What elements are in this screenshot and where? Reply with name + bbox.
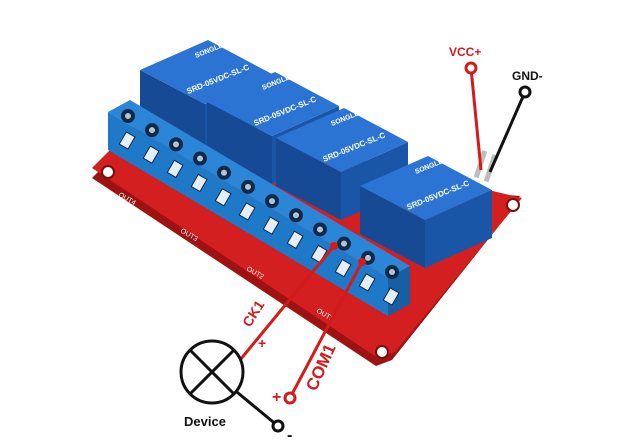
vcc-wire <box>469 67 483 171</box>
mounting-hole <box>375 345 389 359</box>
terminal-screw-head <box>197 155 203 162</box>
terminal-wire-slot <box>262 216 280 235</box>
terminal-screw-head <box>293 212 299 219</box>
terminal-screw-head <box>317 226 323 233</box>
terminal-wire-slot <box>190 173 208 193</box>
terminal-wire-slot <box>286 230 304 250</box>
terminal-wire-slot <box>238 202 256 221</box>
ck1-contact-dot <box>330 242 338 250</box>
relay-side <box>425 190 492 268</box>
terminal-slots <box>118 131 400 306</box>
terminal-screw-head <box>269 198 275 205</box>
relay-front <box>207 102 272 184</box>
relay-front <box>360 186 425 268</box>
device-minus-label: - <box>287 427 292 444</box>
ck1-plus-label: + <box>258 335 266 351</box>
terminal-screw-head <box>125 113 131 119</box>
terminal-wire-slot <box>358 273 376 292</box>
gnd-terminal-dot <box>518 85 532 99</box>
terminal-screws <box>121 109 399 279</box>
com1-plus-label: + <box>272 389 281 406</box>
gnd-wire <box>488 91 527 173</box>
device-return-wire <box>231 386 279 428</box>
device-minus-dot <box>271 419 285 433</box>
device-label: Device <box>184 414 226 429</box>
relay-top <box>276 108 408 172</box>
com1-terminal-dot <box>283 391 297 405</box>
terminal-screw-head <box>149 127 155 134</box>
mounting-hole <box>506 198 520 212</box>
terminal-top <box>108 100 410 278</box>
terminal-screw-head <box>245 183 251 190</box>
relay-top <box>207 72 339 136</box>
terminal-wire-slot <box>334 258 352 278</box>
terminal-screw-head <box>341 240 347 247</box>
ck1-wire <box>238 245 336 361</box>
relay-front <box>276 138 341 220</box>
terminal-screw-head <box>173 141 179 148</box>
terminal-wire-slot <box>166 159 184 179</box>
terminal-screw-head <box>389 269 395 275</box>
ck1-label: CK1 <box>239 297 268 329</box>
terminal-wire-slot <box>382 287 400 306</box>
device-lamp-icon <box>179 339 245 405</box>
mounting-hole <box>101 165 115 179</box>
vcc-label: VCC+ <box>449 45 481 59</box>
vcc-terminal-dot <box>464 61 478 75</box>
terminal-screw-head <box>365 254 371 261</box>
terminal-wire-slot <box>214 187 232 207</box>
com1-wire <box>288 261 364 399</box>
relay-3: SONGLE SRD-05VDC-SL-C <box>276 108 408 220</box>
terminal-wire-slot <box>118 131 136 150</box>
relay-top <box>360 156 492 220</box>
com1-contact-dot <box>358 258 366 266</box>
relay-front <box>140 70 205 152</box>
terminal-wire-slot <box>142 145 160 164</box>
gnd-label: GND- <box>512 69 543 83</box>
relay-4: SONGLE SRD-05VDC-SL-C <box>360 156 492 268</box>
terminal-screw-head <box>221 169 227 176</box>
